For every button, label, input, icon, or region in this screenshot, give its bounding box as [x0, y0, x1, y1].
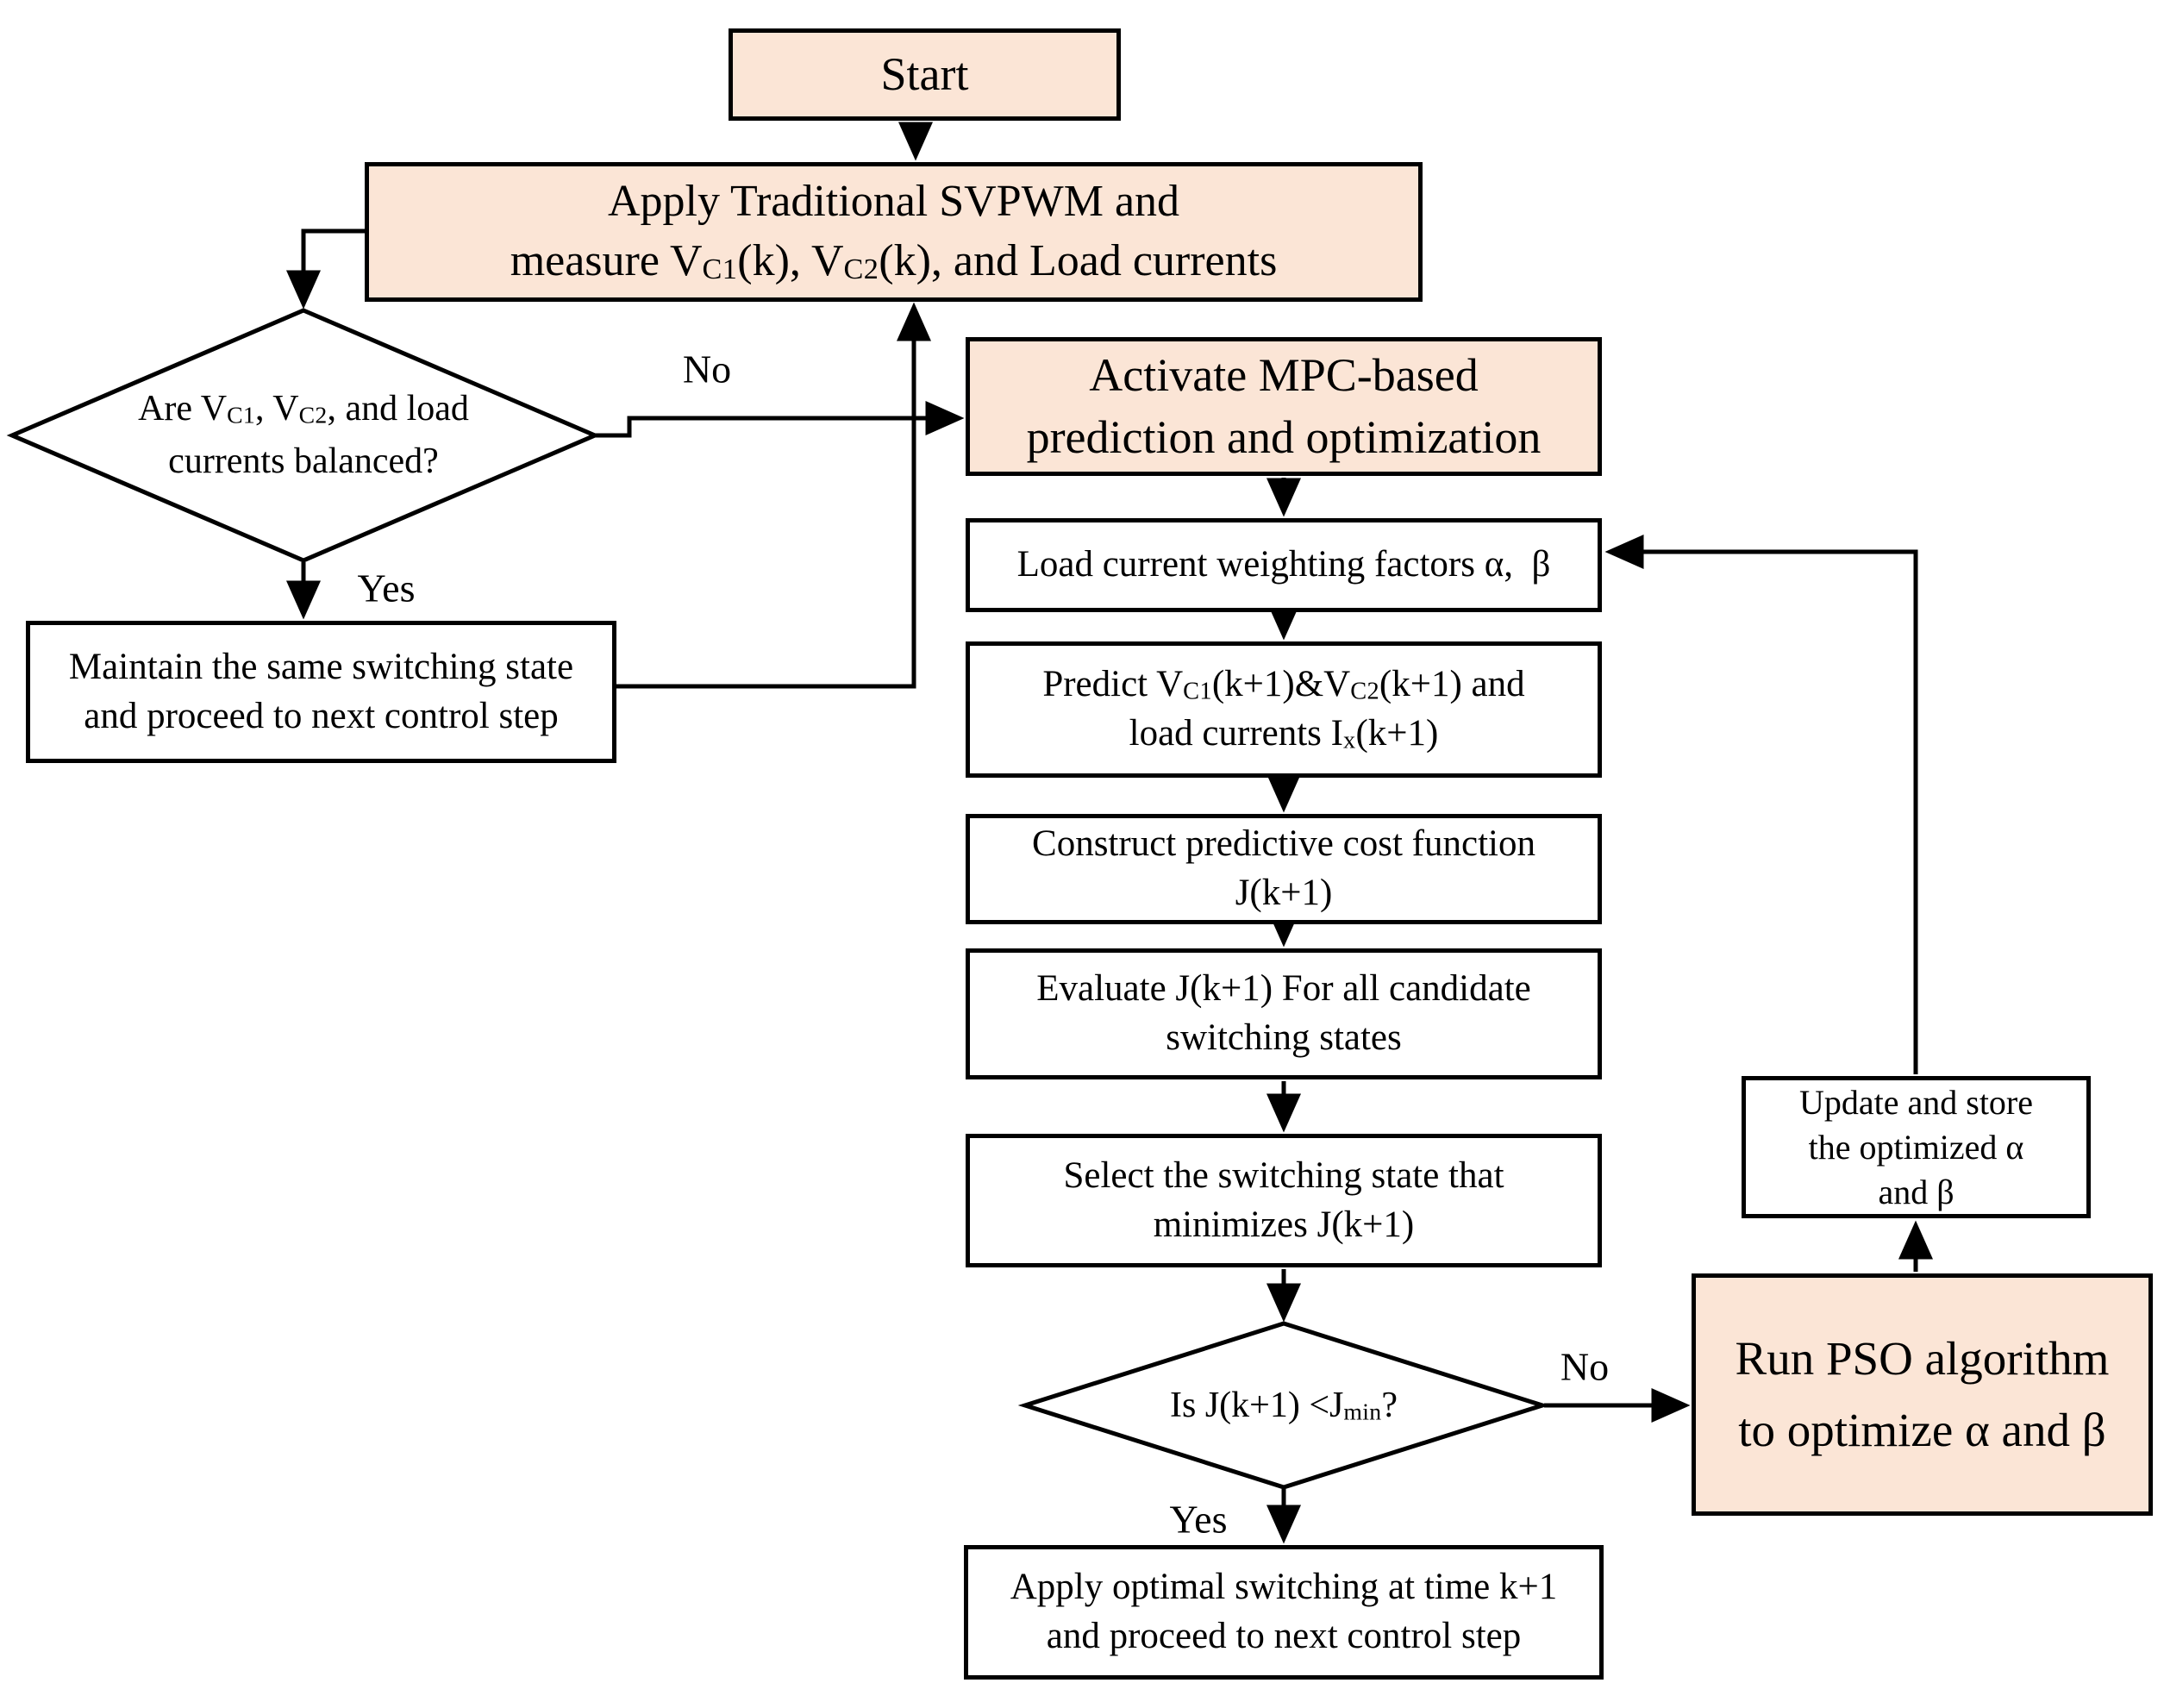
edge-balanced-no-to-activate: [595, 401, 965, 438]
branch-label-no-left: No: [682, 347, 732, 391]
balanced-decision-diamond: [6, 308, 601, 563]
jmin-decision-text: Is J(k+1) <Jmin?: [1170, 1385, 1398, 1425]
edge-maintain-return-to-svpwm: [616, 302, 931, 689]
branch-label-no-right: No: [1560, 1344, 1610, 1389]
edge-update-feedback-to-load-weights: [1604, 535, 1918, 1074]
branch-label-yes-left: Yes: [357, 566, 416, 610]
load-weighting-factors-node: Load current weighting factors α, β: [966, 518, 1602, 612]
jmin-decision-diamond: [1017, 1321, 1550, 1490]
branch-label-yes-right: Yes: [1169, 1497, 1228, 1542]
edge-svpwm-to-balanced-decision: [286, 228, 365, 310]
start-node: Start: [729, 28, 1121, 121]
